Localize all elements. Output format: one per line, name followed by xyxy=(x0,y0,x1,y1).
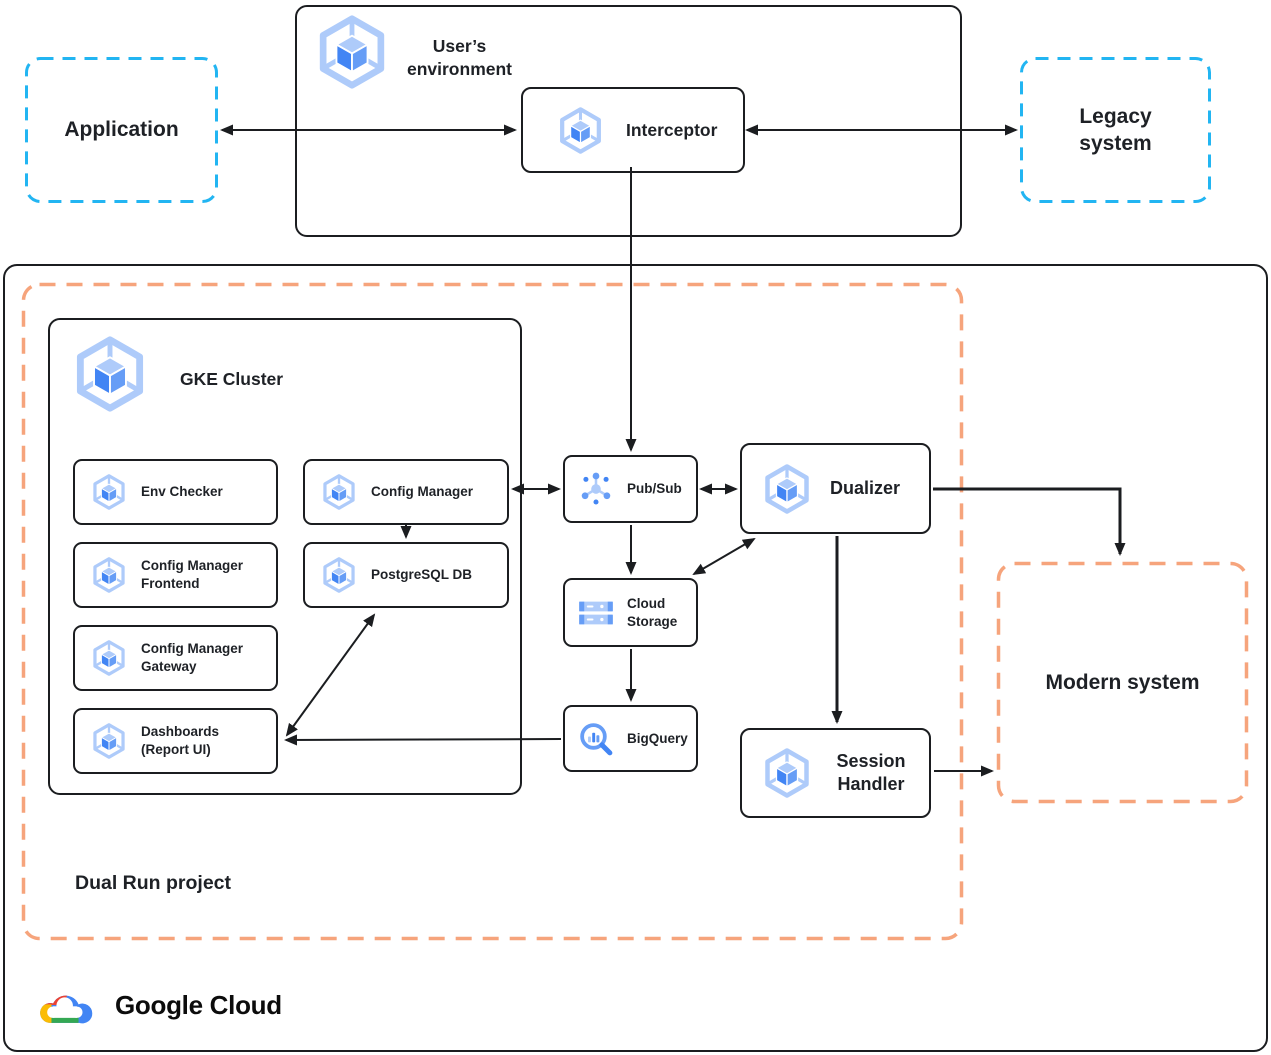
pubsub-label: Pub/Sub xyxy=(627,481,682,497)
cloud-storage-node: Cloud Storage xyxy=(563,578,698,647)
application-label: Application xyxy=(64,118,179,142)
cloud-storage-icon xyxy=(575,592,617,634)
session-handler-label: Session Handler xyxy=(836,750,906,794)
gke-icon xyxy=(91,474,127,510)
google-cloud-brand: Google Cloud xyxy=(33,978,282,1032)
pubsub-node: Pub/Sub xyxy=(563,455,698,523)
users-environment-box: User’s environment Interceptor xyxy=(295,5,962,237)
gke-icon xyxy=(91,557,127,593)
cloud-storage-label: Cloud Storage xyxy=(627,595,678,629)
session-handler-node: Session Handler xyxy=(740,728,931,818)
bigquery-label: BigQuery xyxy=(627,730,688,746)
interceptor-label: Interceptor xyxy=(626,119,718,140)
service-config-manager: Config Manager xyxy=(303,459,509,525)
legacy-system-label: Legacy system xyxy=(1079,104,1152,155)
gke-icon xyxy=(762,464,812,514)
gke-icon xyxy=(91,640,127,676)
service-env-checker: Env Checker xyxy=(73,459,278,525)
bigquery-icon xyxy=(575,718,617,760)
dual-run-project-label: Dual Run project xyxy=(75,872,232,894)
service-config-manager-gateway: Config Manager Gateway xyxy=(73,625,278,691)
gke-icon xyxy=(321,474,357,510)
google-cloud-box xyxy=(3,264,1268,1052)
modern-system-node: Modern system xyxy=(997,562,1248,803)
google-cloud-logo-icon xyxy=(40,995,93,1024)
service-label: Config Manager xyxy=(371,484,474,500)
google-cloud-wordmark: Google Cloud xyxy=(115,989,282,1020)
service-label: PostgreSQL DB xyxy=(371,567,473,583)
service-config-manager-frontend: Config Manager Frontend xyxy=(73,542,278,608)
pubsub-icon xyxy=(575,468,617,510)
gke-icon xyxy=(557,107,604,154)
gke-icon xyxy=(762,748,812,798)
legacy-system-node: Legacy system xyxy=(1020,57,1211,203)
service-dashboards-report-ui: Dashboards (Report UI) xyxy=(73,708,278,774)
users-environment-label: User’s environment xyxy=(406,36,513,79)
service-label: Config Manager Gateway xyxy=(141,641,244,674)
application-node: Application xyxy=(25,57,218,203)
bigquery-node: BigQuery xyxy=(563,705,698,772)
dualizer-label: Dualizer xyxy=(830,477,901,498)
service-label: Dashboards (Report UI) xyxy=(141,724,220,757)
gke-icon xyxy=(91,723,127,759)
gke-cluster-label: GKE Cluster xyxy=(180,369,284,389)
gke-icon xyxy=(72,336,148,412)
gke-icon xyxy=(315,15,389,89)
service-label: Env Checker xyxy=(141,484,223,500)
dualizer-node: Dualizer xyxy=(740,443,931,534)
service-label: Config Manager Frontend xyxy=(141,558,244,591)
interceptor-node: Interceptor xyxy=(521,87,745,173)
modern-system-label: Modern system xyxy=(1045,670,1200,694)
service-postgresql-db: PostgreSQL DB xyxy=(303,542,509,608)
gke-icon xyxy=(321,557,357,593)
